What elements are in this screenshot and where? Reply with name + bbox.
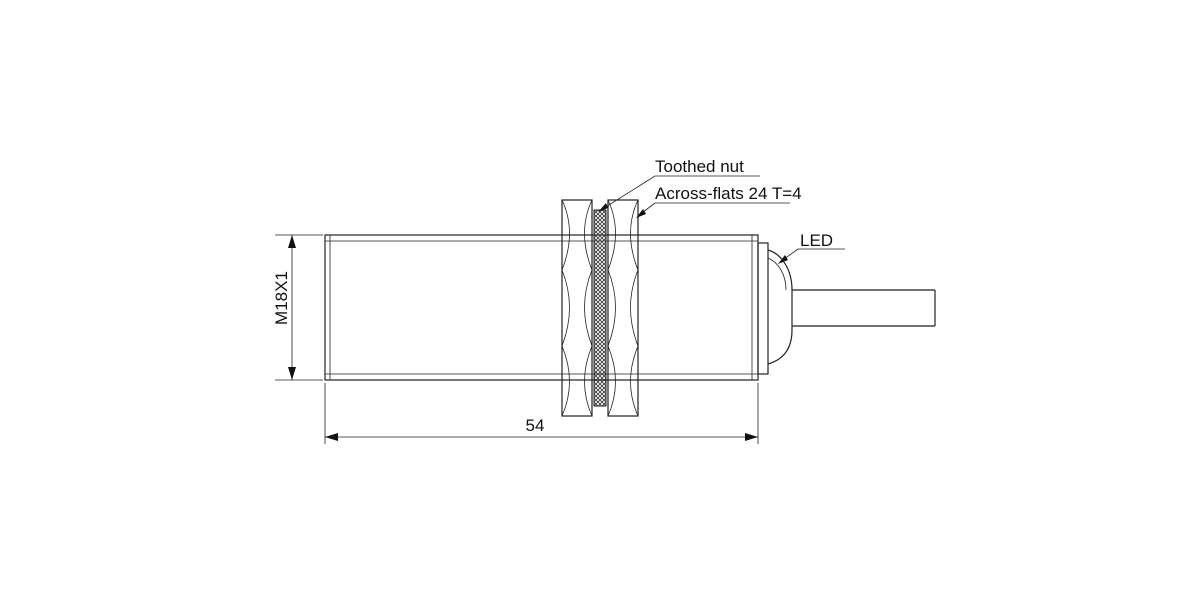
across-flats-leader <box>636 202 790 218</box>
right-nut <box>607 199 639 417</box>
led-leader <box>778 248 845 264</box>
led-dome <box>767 249 793 365</box>
rear-cap <box>757 242 769 375</box>
thread-label: M18X1 <box>272 271 291 325</box>
left-nut <box>561 199 593 417</box>
toothed-nut-label: Toothed nut <box>655 157 744 176</box>
across-flats-label: Across-flats 24 T=4 <box>655 184 802 203</box>
thread-dimension <box>275 234 323 381</box>
toothed-nut-leader <box>598 175 760 212</box>
led-label: LED <box>800 231 833 250</box>
toothed-washer <box>593 209 607 407</box>
cable <box>792 289 936 327</box>
length-dimension <box>324 383 759 444</box>
length-label: 54 <box>526 416 545 435</box>
sensor-body <box>324 234 759 381</box>
